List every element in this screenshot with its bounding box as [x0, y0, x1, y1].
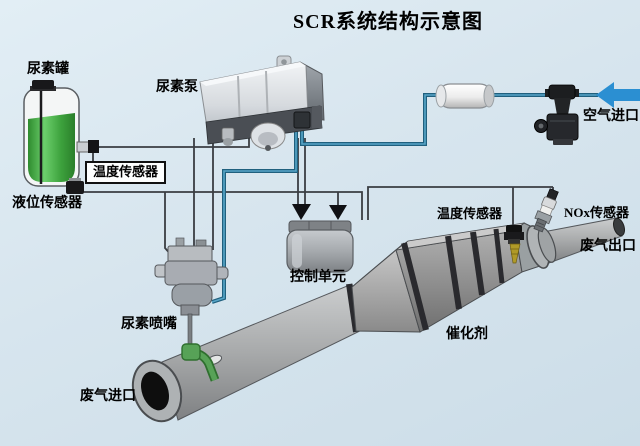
label-catalyst-temp-sensor: 温度传感器	[437, 206, 503, 221]
label-urea-tank: 尿素罐	[27, 62, 69, 77]
label-level-sensor: 液位传感器	[12, 196, 82, 211]
tank-fitting	[76, 141, 90, 153]
label-urea-nozzle: 尿素喷嘴	[121, 317, 177, 332]
sensor-bus-wire	[367, 186, 553, 220]
nox-sensor	[533, 188, 559, 233]
urea-nozzle-assembly	[154, 237, 229, 382]
exhaust-pipe-inlet	[131, 283, 369, 423]
air-inlet-arrow	[596, 82, 640, 108]
tank-temp-sensor	[88, 140, 99, 153]
label-tank-temp-sensor: 温度传感器	[85, 161, 167, 185]
catalyst-temp-sensor	[504, 225, 524, 264]
air-valve	[534, 84, 579, 145]
label-air-inlet: 空气进口	[583, 109, 639, 124]
tank-level-sensor	[66, 181, 84, 194]
air-filter	[435, 83, 495, 109]
label-exhaust-inlet: 废气进口	[80, 389, 136, 404]
inlet-opening	[140, 371, 170, 411]
control-connector-right	[329, 205, 347, 220]
label-catalyst: 催化剂	[446, 327, 488, 342]
pump-air-port	[293, 111, 311, 129]
nozzle-green-fitting	[181, 343, 201, 361]
label-urea-pump: 尿素泵	[156, 80, 198, 95]
tank-cap	[32, 80, 54, 89]
label-exhaust-outlet: 废气出口	[580, 239, 636, 254]
level-sensor-wire	[84, 191, 363, 220]
control-unit	[286, 204, 354, 273]
label-control-unit: 控制单元	[290, 270, 346, 285]
exhaust-pipe-outlet	[526, 217, 626, 269]
nozzle-stem	[187, 313, 193, 347]
diagram-title: SCR系统结构示意图	[293, 11, 484, 33]
urea-liquid	[28, 113, 75, 182]
control-connector-left	[292, 204, 311, 220]
label-nox-sensor: NOx传感器	[564, 205, 630, 220]
outlet-end	[612, 217, 626, 237]
urea-pump	[199, 55, 325, 151]
urea-tank	[23, 80, 99, 194]
catalyst-separator	[470, 231, 485, 296]
catalyst-separator	[401, 242, 429, 331]
catalyst-separator	[445, 235, 462, 310]
catalyst-separator	[493, 228, 505, 284]
